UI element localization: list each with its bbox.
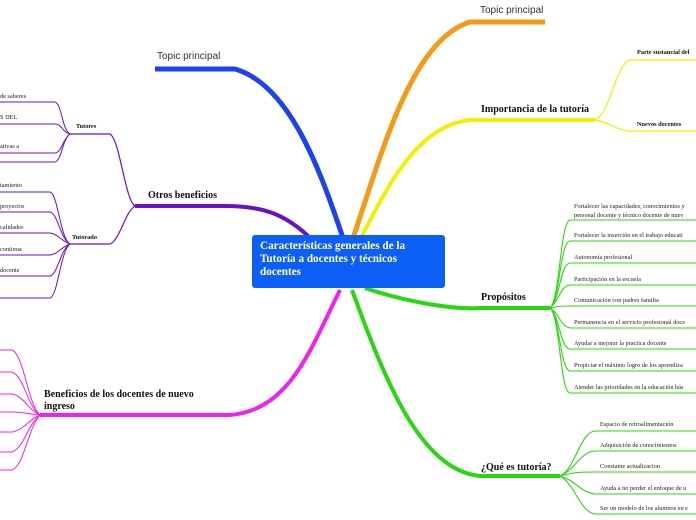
leaf-tutorado-3[interactable]: calidades bbox=[0, 224, 24, 231]
topic-principal-right[interactable]: Topic principal bbox=[480, 5, 544, 16]
leaf-proposito-6[interactable]: Permanencia en el servicio profesional d… bbox=[574, 319, 686, 326]
leaf-proposito-5[interactable]: Comunicación con padres familia bbox=[574, 297, 659, 304]
leaf-tutorado-1[interactable]: tamiento bbox=[0, 182, 23, 189]
leaf-tutorado-5[interactable]: docente bbox=[0, 267, 20, 274]
leaf-que-es-4[interactable]: Ayuda a no perder el enfoque de u bbox=[600, 485, 687, 492]
leaf-tutores-3[interactable]: ativas a bbox=[0, 143, 20, 150]
central-topic[interactable]: Características generales de la Tutoría … bbox=[252, 235, 445, 288]
leaf-proposito-1[interactable]: Fortalecer las capacidades, conocimiento… bbox=[574, 203, 685, 219]
leaf-proposito-2[interactable]: Fortalecer la inserción en el trabajo ed… bbox=[574, 232, 683, 239]
node-tutorado[interactable]: Tutorado bbox=[72, 234, 97, 241]
branch-importancia[interactable]: Importancia de la tutoría bbox=[481, 104, 590, 115]
leaf-proposito-8[interactable]: Propiciar el máximo logro de los aprendi… bbox=[574, 362, 683, 369]
node-tutores[interactable]: Tutores bbox=[76, 123, 97, 130]
leaf-tutores-1[interactable]: de saberes bbox=[0, 93, 27, 100]
leaf-que-es-5[interactable]: Ser un modelo de los alumnos en e bbox=[600, 505, 688, 512]
link-que-es bbox=[350, 289, 560, 478]
leaf-que-es-3[interactable]: Constante actualizacion bbox=[600, 463, 660, 470]
node-parte-sustancial[interactable]: Parte sustancial del bbox=[637, 49, 690, 56]
branch-beneficios-nuevo-ingreso[interactable]: Beneficios de los docentes de nuevo ingr… bbox=[44, 389, 194, 412]
link-topic-right bbox=[350, 19, 545, 239]
branch-otros-beneficios[interactable]: Otros beneficios bbox=[148, 190, 217, 201]
link-topic-left bbox=[155, 66, 346, 239]
branch-que-es-tutoria[interactable]: ¿Qué es tutoría? bbox=[481, 462, 552, 473]
link-propositos bbox=[364, 286, 550, 311]
leaf-tutorado-2[interactable]: proyectos bbox=[0, 203, 25, 210]
leaf-tutorado-4[interactable]: continua bbox=[0, 246, 22, 253]
link-importancia bbox=[358, 118, 595, 241]
leaf-proposito-4[interactable]: Participación en la escuela bbox=[574, 276, 641, 283]
node-nuevos-docentes[interactable]: Nuevos docentes bbox=[637, 121, 682, 128]
leaf-proposito-9[interactable]: Atender las prioridades en la educación … bbox=[574, 384, 684, 391]
leaf-proposito-3[interactable]: Autonomía profesional bbox=[574, 254, 633, 261]
branch-propositos[interactable]: Propósitos bbox=[481, 292, 526, 303]
leaf-tutores-2[interactable]: S DEL bbox=[0, 114, 18, 121]
leaf-que-es-1[interactable]: Espacio de retroalimentación bbox=[600, 421, 674, 428]
leaf-que-es-2[interactable]: Adquisición de conocimientos bbox=[600, 442, 677, 449]
leaf-proposito-7[interactable]: Ayudar a mejorar la practica docente bbox=[574, 340, 667, 347]
topic-principal-left[interactable]: Topic principal bbox=[157, 51, 221, 62]
link-beneficios bbox=[40, 289, 342, 417]
